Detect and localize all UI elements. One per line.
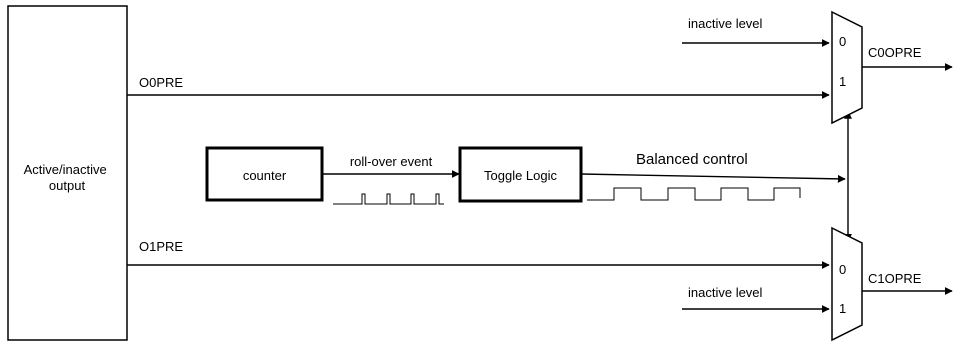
c1opre-label: C1OPRE xyxy=(868,271,922,286)
balanced-control-wire xyxy=(580,173,846,183)
inactive-level-top-label: inactive level xyxy=(688,16,763,31)
inactive-level-bottom-label: inactive level xyxy=(688,285,763,300)
toggle-logic-block: Toggle Logic xyxy=(458,146,583,203)
mux-top: 0 1 xyxy=(831,10,863,125)
active-inactive-output-line-2: output xyxy=(49,178,86,193)
c0opre-label: C0OPRE xyxy=(868,45,922,60)
o0pre-label: O0PRE xyxy=(139,75,183,90)
active-inactive-output-label: Active/inactive output xyxy=(24,162,111,193)
mux-bottom: 0 1 xyxy=(831,226,863,342)
balanced-control-label: Balanced control xyxy=(636,151,748,168)
mux-bottom-in1-label: 1 xyxy=(839,301,846,316)
mux-top-in1-label: 1 xyxy=(839,74,846,89)
mux-top-in0-label: 0 xyxy=(839,34,846,49)
active-inactive-output-line-1: Active/inactive xyxy=(24,162,107,177)
counter-label: counter xyxy=(243,168,287,183)
rollover-event-label: roll-over event xyxy=(350,154,433,169)
toggle-logic-label: Toggle Logic xyxy=(484,168,557,183)
o1pre-label: O1PRE xyxy=(139,239,183,254)
mux-bottom-in0-label: 0 xyxy=(839,262,846,277)
rollover-pulse-waveform xyxy=(333,193,444,205)
toggle-square-waveform xyxy=(587,187,801,201)
active-inactive-output-block: Active/inactive output xyxy=(7,5,128,341)
counter-block: counter xyxy=(205,146,324,202)
